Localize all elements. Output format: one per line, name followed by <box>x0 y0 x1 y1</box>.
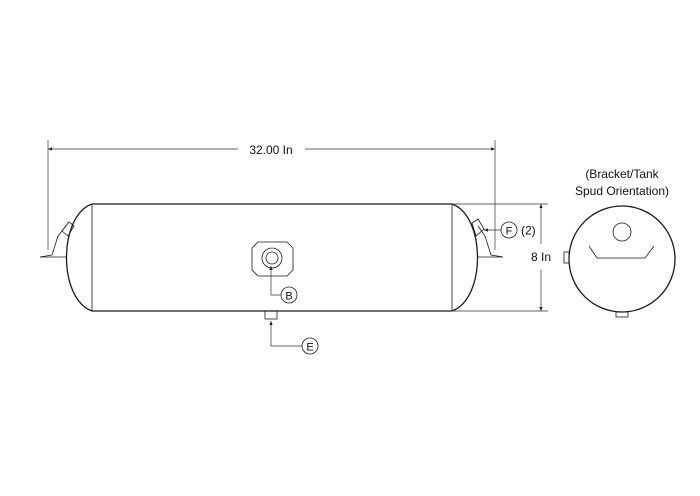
callout-f-qty: (2) <box>521 224 536 238</box>
end-view-side-spud <box>563 251 570 264</box>
callout-e: E <box>269 321 319 355</box>
end-view-circle <box>568 205 676 313</box>
end-view-bracket <box>588 245 655 259</box>
tank-side-view <box>39 203 504 320</box>
left-head <box>66 203 93 312</box>
height-label: 8 In <box>531 250 551 264</box>
end-view-spud <box>612 222 632 242</box>
right-bracket <box>471 218 504 258</box>
spud-e-fitting <box>264 310 278 320</box>
length-dimension: 32.00 In <box>47 140 496 250</box>
spud-b-fitting <box>251 241 294 277</box>
end-view-caption-line-1: (Bracket/Tank <box>585 167 659 181</box>
end-view-bottom-spud <box>615 311 629 318</box>
callout-b: B <box>269 266 298 304</box>
right-head <box>451 203 478 312</box>
height-dimension: 8 In <box>452 203 551 312</box>
callout-e-label: E <box>306 342 313 354</box>
end-view-caption-line-2: Spud Orientation) <box>575 184 669 198</box>
callout-f-label: F <box>506 226 513 238</box>
callout-b-label: B <box>285 291 292 303</box>
callout-f: F (2) <box>484 221 536 239</box>
tank-end-view: (Bracket/Tank Spud Orientation) <box>563 167 676 318</box>
length-label: 32.00 In <box>249 143 292 157</box>
left-bracket <box>39 221 75 258</box>
